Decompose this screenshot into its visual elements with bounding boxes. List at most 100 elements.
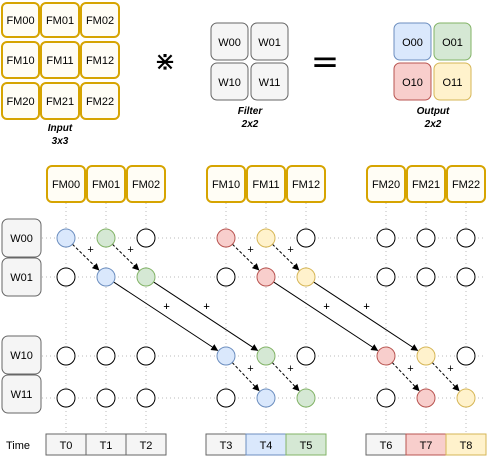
column-header: FM20 [366,165,406,203]
pe-node-green [256,346,276,366]
input-cell-label: FM02 [86,15,114,27]
row-header-label: W11 [11,389,33,401]
input-size-caption: 3x3 [52,136,69,147]
plus-sign: + [287,363,293,375]
pe-node-blue [256,388,276,408]
pe-node [376,267,396,287]
input-cell: FM11 [40,41,80,79]
plus-sign: + [287,244,293,256]
long-flow-arrow [153,281,259,351]
input-cell: FM22 [80,82,120,120]
plus-sign: + [163,301,169,313]
filter-cell-label: W01 [258,37,281,49]
plus-sign: + [323,301,329,313]
pe-node-blue [216,346,236,366]
long-flow-arrow [313,281,419,351]
filter-caption: Filter [238,106,264,117]
plus-sign: + [163,301,169,313]
pe-node [376,228,396,248]
filter-cell: W00 [210,22,249,61]
output-cell: O01 [433,22,472,61]
column-header-label: FM22 [452,179,480,191]
filter-cell: W10 [210,62,249,101]
column-header: FM10 [206,165,246,203]
pe-node-red [256,267,276,287]
input-cell: FM12 [80,41,120,79]
column-header: FM11 [246,165,286,203]
plus-sign: + [407,363,413,375]
filter-cell-label: W00 [218,37,241,49]
plus-sign: + [127,244,133,256]
column-header-label: FM12 [292,179,320,191]
input-cell: FM10 [1,41,40,79]
input-cell-label: FM12 [86,55,114,67]
input-cell: FM21 [40,82,80,120]
convolution-operator-icon: ⋇ [154,47,176,77]
time-step-label: T7 [420,440,433,452]
column-header: FM00 [46,165,86,203]
pe-node [96,388,116,408]
time-step-cell [445,433,487,456]
filter-cell: W01 [250,22,289,61]
filter-cell-label: W10 [218,77,241,89]
short-flow-arrow [391,362,420,392]
pe-node-green [96,228,116,248]
pe-node [456,267,476,287]
short-flow-arrow [272,243,300,271]
input-cell-label: FM01 [46,15,74,27]
column-header-label: FM21 [412,179,440,191]
column-header: FM02 [126,165,166,203]
short-flow-arrow [271,362,300,392]
pe-node [136,388,156,408]
output-cell-label: O10 [402,77,423,89]
pe-node-yellow [456,388,476,408]
weight-row-headers: W00 W01 W10 W11 [1,218,42,414]
plus-sign: + [203,301,209,313]
plus-sign: + [247,363,253,375]
column-header: FM01 [86,165,126,203]
column-header-label: FM20 [372,179,400,191]
time-step-label: T2 [140,440,153,452]
pe-node-green [296,388,316,408]
pe-node [56,388,76,408]
column-header-label: FM02 [132,179,160,191]
time-step-label: T3 [220,440,233,452]
pe-node [416,228,436,248]
pe-node-blue [56,228,76,248]
time-step-label: T1 [100,440,113,452]
long-flow-arrow [273,281,379,351]
input-column-headers: FM00 FM01 FM02 FM10 FM11 FM12 FM20 FM21 … [46,165,486,203]
output-cell-label: O00 [402,37,423,49]
pe-node-red [216,228,236,248]
plus-sign: + [247,244,253,256]
row-header-label: W00 [10,233,33,245]
filter-cell-label: W11 [259,77,281,89]
pe-node [216,267,236,287]
pe-node [136,228,156,248]
time-step-cell [285,433,327,456]
time-step-label: T6 [380,440,393,452]
column-header: FM21 [406,165,446,203]
column-header-label: FM00 [52,179,80,191]
pe-node-green [136,267,156,287]
row-header: W00 [1,218,42,258]
time-step-label: T5 [300,440,313,452]
filter-cell: W11 [250,62,289,101]
time-step-label: T0 [60,440,73,452]
time-label: Time [6,440,30,452]
column-header-label: FM10 [212,179,240,191]
filter-matrix: W00 W01 W10 W11 Filter 2x2 [210,22,289,130]
short-flow-arrow [232,243,260,271]
input-cell-label: FM10 [6,55,34,67]
short-flow-arrow [112,243,140,271]
pe-node-yellow [416,346,436,366]
time-step-label: T8 [460,440,473,452]
input-cell: FM00 [1,2,40,38]
pe-node-yellow [256,228,276,248]
pe-node [136,346,156,366]
plus-sign: + [447,363,453,375]
filter-size-caption: 2x2 [241,119,259,130]
pe-node-blue [96,267,116,287]
short-flow-arrow [431,362,460,392]
